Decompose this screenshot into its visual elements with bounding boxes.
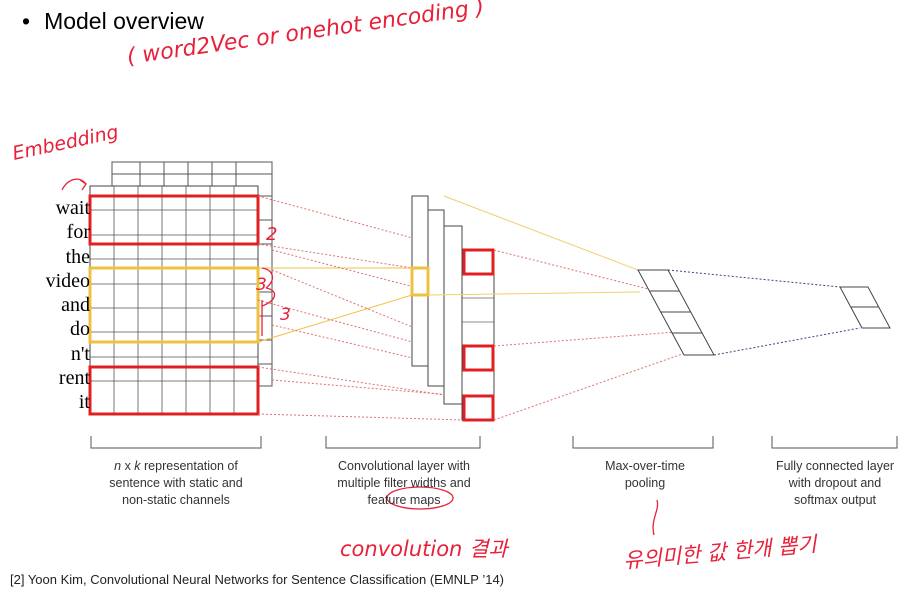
bullet-model-overview: •Model overview — [22, 8, 204, 34]
annotation-embedding: Embedding — [10, 121, 120, 165]
word: video — [45, 269, 90, 292]
pooling-vector — [637, 269, 715, 356]
embedding-grid-lines — [90, 186, 258, 414]
annotation-pooling-note: 유의미한 값 한개 뽑기 — [622, 532, 819, 573]
word: n't — [70, 342, 90, 365]
fc-output — [839, 286, 891, 329]
pooling-connections — [427, 195, 689, 421]
word: rent — [58, 367, 90, 390]
caption-pooling: Max-over-time pooling — [605, 459, 685, 490]
bullet-dot-icon: • — [22, 8, 31, 34]
feature-maps — [411, 195, 495, 421]
annotation-number-3a: 3 — [256, 275, 267, 295]
feature-map-red-bottom — [462, 394, 495, 422]
word: do — [70, 318, 90, 341]
caption-embedding: n x k representation of sentence with st… — [109, 459, 243, 507]
filter-red-bottom — [88, 365, 260, 416]
section-brackets — [90, 436, 898, 449]
word: and — [61, 294, 90, 317]
feature-map-yellow — [410, 266, 430, 297]
word: for — [66, 221, 90, 244]
reference-citation: [2] Yoon Kim, Convolutional Neural Netwo… — [10, 572, 504, 587]
caption-convolution: Convolutional layer with multiple filter… — [337, 459, 471, 507]
word: it — [78, 391, 90, 414]
annotation-number-3b: 3 — [280, 305, 291, 325]
annotation-number-2: 2 — [266, 224, 277, 245]
handwriting-annotations — [61, 178, 659, 536]
word: the — [65, 245, 90, 268]
embedding-matrix — [89, 185, 259, 415]
filter-yellow — [88, 266, 260, 344]
feature-map-red-middle — [462, 344, 495, 372]
annotation-top: ( word2Vec or onehot encoding ) — [125, 0, 485, 70]
feature-map-red-top — [462, 248, 495, 276]
word: wait — [55, 197, 90, 219]
filter-red-top — [88, 194, 260, 246]
sentence-words: wait for the video and do n't rent it — [14, 196, 90, 415]
annotation-convolution-result: convolution 결과 — [340, 537, 509, 561]
fc-connections — [667, 269, 861, 356]
caption-fully-connected: Fully connected layer with dropout and s… — [775, 459, 895, 507]
